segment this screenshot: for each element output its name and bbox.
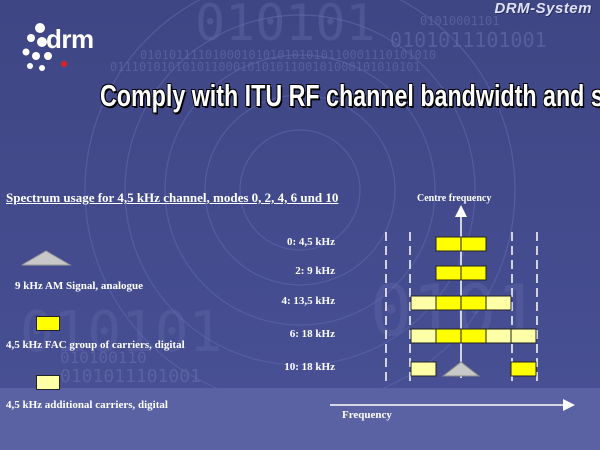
mode-label: 0: 4,5 kHz — [287, 236, 335, 248]
am-signal-triangle — [441, 361, 481, 377]
carrier-blocks — [410, 236, 537, 377]
diagram-subtitle: Spectrum usage for 4,5 kHz channel, mode… — [6, 190, 339, 205]
binary-decoration: 0111010101010110001010101100101000101010… — [110, 60, 421, 74]
fac-carrier-block — [460, 236, 487, 252]
fac-carrier-swatch — [36, 316, 60, 331]
additional-carrier-block — [410, 328, 437, 344]
binary-decoration: 010100110 — [60, 348, 147, 367]
fac-carrier-block — [435, 328, 462, 344]
additional-carrier-block — [510, 328, 537, 344]
binary-decoration: 01010001101 — [420, 14, 500, 28]
mode-label: 2: 9 kHz — [295, 265, 335, 277]
binary-decoration: 010101 — [195, 0, 376, 52]
am-triangle-icon — [22, 250, 72, 266]
bottom-band — [0, 388, 600, 450]
frequency-axis-label: Frequency — [342, 409, 392, 421]
additional-carrier-block — [485, 295, 512, 311]
additional-carrier-block — [410, 295, 437, 311]
additional-carrier-block — [485, 328, 512, 344]
fac-carrier-block — [460, 265, 487, 281]
slide-title: Comply with ITU RF channel bandwidth and… — [100, 78, 600, 113]
fac-carrier-block — [435, 265, 462, 281]
additional-carrier-swatch — [36, 375, 60, 390]
fac-carrier-block — [460, 328, 487, 344]
fac-carrier-block — [435, 295, 462, 311]
legend-fac-carriers: 4,5 kHz FAC group of carriers, digital — [6, 339, 185, 351]
centre-frequency-label: Centre frequency — [417, 193, 492, 204]
legend-additional-carriers: 4,5 kHz additional carriers, digital — [6, 399, 168, 411]
drm-logo-icon — [22, 23, 67, 71]
fac-carrier-block — [460, 295, 487, 311]
binary-decoration: 010101 — [20, 300, 223, 365]
additional-carrier-block — [410, 361, 437, 377]
logo-text: drm — [46, 24, 94, 54]
mode-label: 10: 18 kHz — [284, 361, 335, 373]
binary-decoration: 0101011101001 — [60, 366, 201, 387]
fac-carrier-block — [435, 236, 462, 252]
channel-boundary-lines — [385, 232, 538, 385]
binary-decoration: 0101011101001 — [390, 28, 547, 52]
binary-decoration: 0101011110100010101010101011000111010101… — [140, 48, 437, 62]
brand-title: DRM-System — [494, 0, 592, 17]
mode-label: 4: 13,5 kHz — [281, 295, 335, 307]
mode-label: 6: 18 kHz — [289, 328, 335, 340]
fac-carrier-block — [510, 361, 537, 377]
legend-am-signal: 9 kHz AM Signal, analogue — [15, 280, 144, 292]
